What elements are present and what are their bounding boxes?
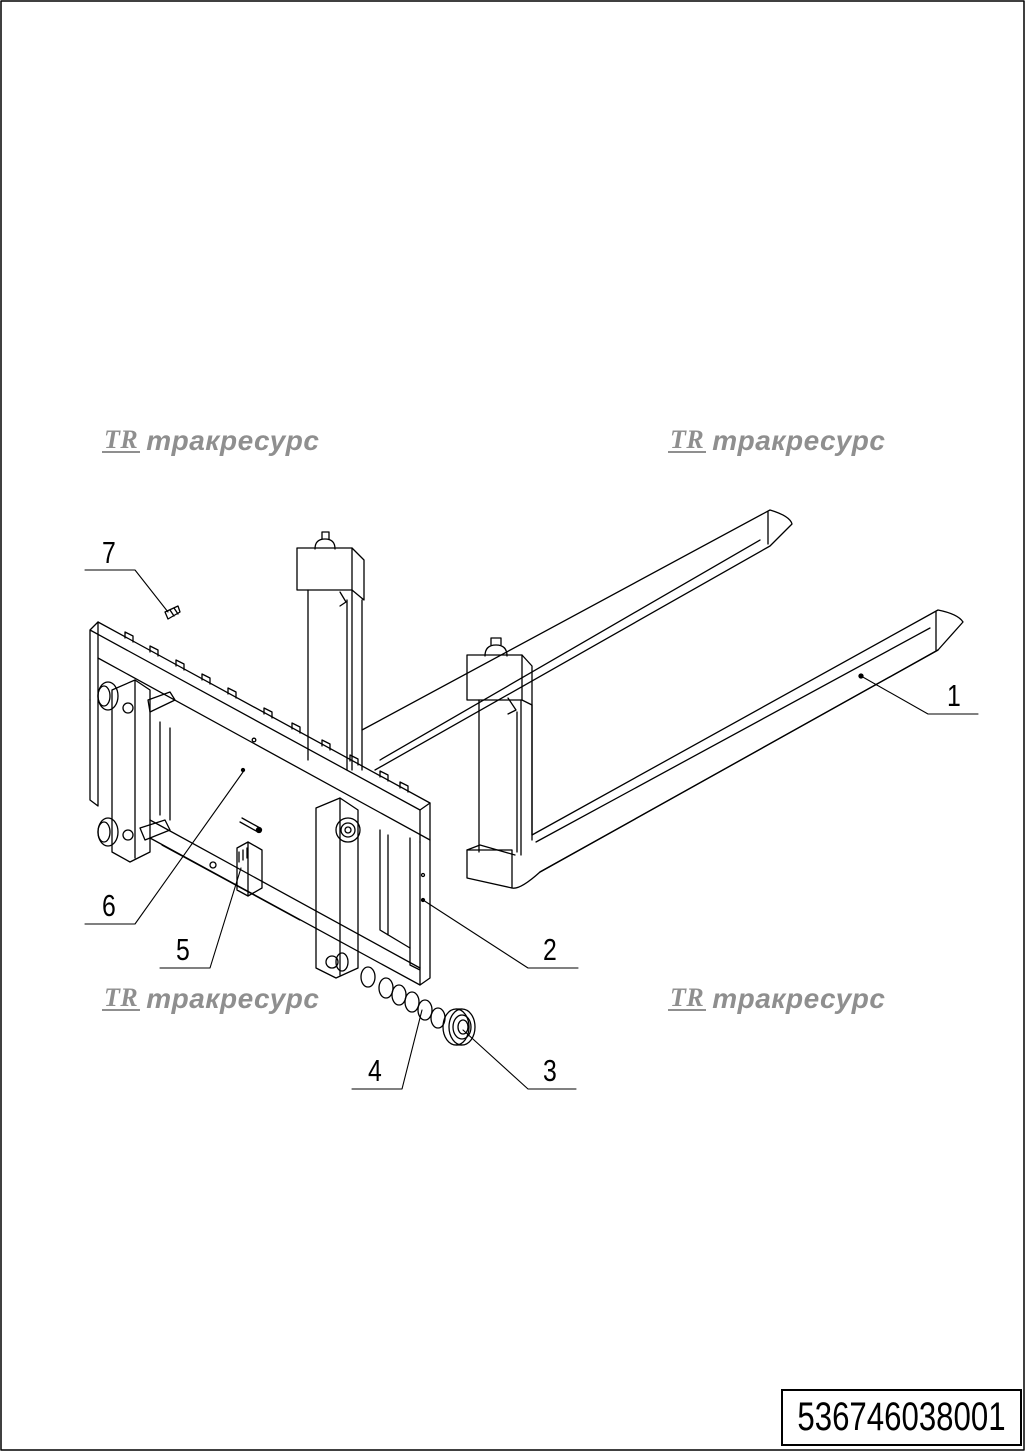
watermark-text: тракресурс xyxy=(146,425,320,456)
callout-3: 3 xyxy=(543,1053,557,1088)
watermark-text: тракресурс xyxy=(712,425,886,456)
callout-6: 6 xyxy=(102,888,116,923)
leader-4 xyxy=(351,1009,423,1090)
watermark-logo: TR xyxy=(668,983,707,1012)
leader-2 xyxy=(422,899,579,969)
watermark-logo: TR xyxy=(102,983,141,1012)
watermark-text: тракресурс xyxy=(146,983,320,1014)
watermark-logo: TR xyxy=(668,425,707,454)
watermark-top-right: TR тракресурс xyxy=(668,425,885,457)
roller-arm-right xyxy=(315,797,361,979)
leader-1 xyxy=(860,675,979,715)
fork-right xyxy=(466,609,964,889)
watermark-bottom-right: TR тракресурс xyxy=(668,983,885,1015)
watermark-top-left: TR тракресурс xyxy=(102,425,319,457)
watermark-logo: TR xyxy=(102,425,141,454)
document-number-box: 536746038001 xyxy=(781,1389,1022,1446)
leader-5 xyxy=(159,867,242,969)
roller-arm-left xyxy=(97,679,151,863)
watermark-bottom-left: TR тракресурс xyxy=(102,983,319,1015)
document-number: 536746038001 xyxy=(797,1395,1006,1439)
callout-7: 7 xyxy=(102,535,116,570)
shims xyxy=(360,966,446,1029)
bolt xyxy=(164,605,181,620)
leader-3 xyxy=(462,1029,577,1090)
carriage-plate xyxy=(89,621,431,986)
leader-lines xyxy=(84,569,979,1090)
roller xyxy=(442,1008,476,1046)
fork-left xyxy=(296,509,793,771)
leader-7 xyxy=(84,569,169,613)
clamp-block xyxy=(236,817,263,897)
leader-6 xyxy=(84,771,244,925)
callout-2: 2 xyxy=(543,932,557,967)
watermark-text: тракресурс xyxy=(712,983,886,1014)
callout-1: 1 xyxy=(947,678,961,713)
callout-5: 5 xyxy=(176,932,190,967)
callout-4: 4 xyxy=(368,1053,382,1088)
